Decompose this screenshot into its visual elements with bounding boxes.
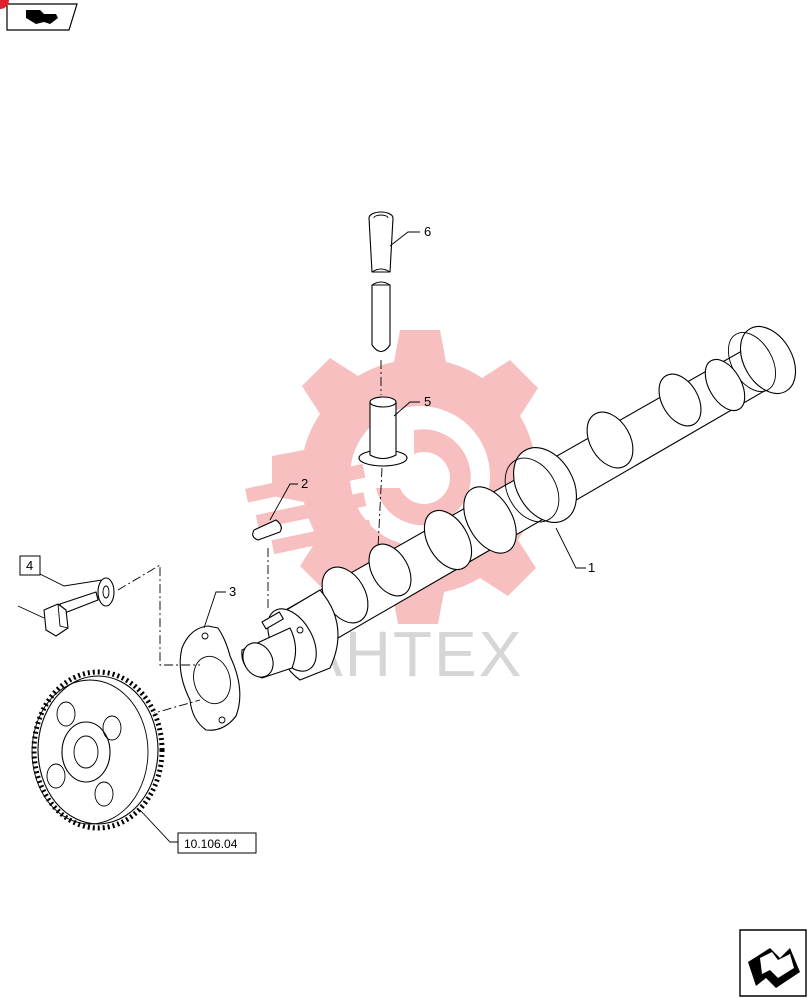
- next-page-arrow-icon[interactable]: [739, 929, 807, 997]
- callout-1: 1: [588, 560, 595, 575]
- callout-5: 5: [424, 394, 431, 409]
- callout-4-box: [19, 555, 41, 576]
- reference-box[interactable]: [177, 832, 257, 854]
- callout-3: 3: [229, 584, 236, 599]
- woodruff-key: [252, 519, 282, 541]
- previous-page-arrow-icon[interactable]: [0, 0, 78, 31]
- tappet: [358, 396, 408, 467]
- callout-2: 2: [301, 476, 308, 491]
- reference-link[interactable]: 10.106.04: [184, 837, 238, 851]
- camshaft-gear: [31, 669, 165, 831]
- bolt-and-washer: [43, 577, 115, 637]
- callout-4: 4: [26, 558, 33, 573]
- push-rod: [368, 211, 394, 353]
- camshaft: [241, 326, 797, 681]
- callout-6: 6: [424, 224, 431, 239]
- thrust-plate: [179, 625, 241, 731]
- corner-dot: [0, 0, 9, 9]
